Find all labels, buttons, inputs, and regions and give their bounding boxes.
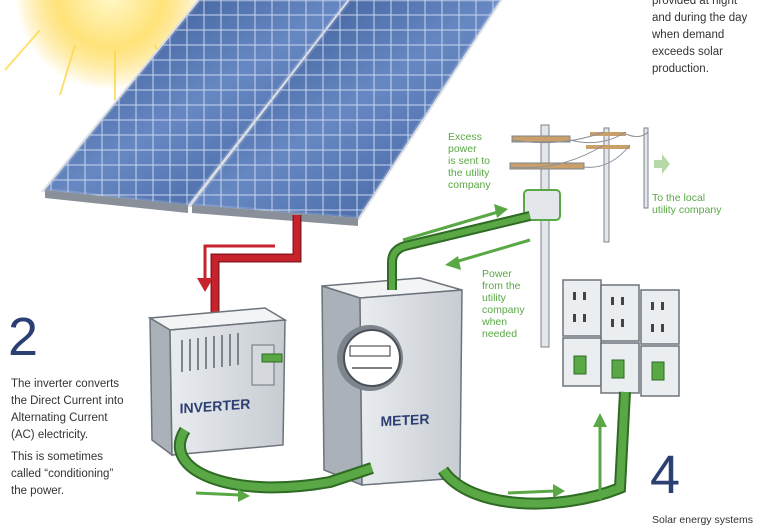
flow-arrows bbox=[195, 154, 670, 502]
text-line: This is sometimes bbox=[11, 451, 104, 463]
step4-text: Solar energy systems bbox=[652, 514, 753, 526]
text-line: is sent to bbox=[448, 155, 491, 167]
text-line: To the local bbox=[652, 192, 706, 204]
text-line: and during the day bbox=[652, 12, 748, 24]
text-line: power bbox=[448, 143, 477, 155]
outlet-array bbox=[562, 279, 680, 397]
text-line: Excess bbox=[448, 131, 482, 143]
text-line: company bbox=[448, 179, 491, 191]
inverter-description: The inverter converts the Direct Current… bbox=[11, 376, 141, 500]
excess-power-callout: Excess power is sent to the utility comp… bbox=[448, 131, 518, 191]
step-number-4: 4 bbox=[650, 445, 681, 505]
text-line: utility company bbox=[652, 204, 722, 216]
text-line: the utility bbox=[448, 167, 490, 179]
step-number-2: 2 bbox=[8, 307, 39, 367]
text-line: from the bbox=[482, 280, 521, 292]
text-line: Alternating Current bbox=[11, 412, 108, 424]
text-line: The inverter converts bbox=[11, 378, 120, 390]
text-line: the power. bbox=[11, 485, 65, 497]
text-line: called “conditioning” bbox=[11, 468, 114, 480]
utility-power-callout: Power from the utility company when need… bbox=[482, 268, 542, 340]
text-line: production. bbox=[652, 63, 709, 75]
solar-panel-array bbox=[41, 0, 503, 226]
text-line: when demand bbox=[652, 29, 725, 41]
inverter-box bbox=[147, 307, 288, 457]
ac-wires bbox=[173, 211, 631, 510]
utility-pole bbox=[509, 124, 649, 348]
text-line: utility bbox=[482, 292, 506, 304]
text-line: the Direct Current into bbox=[11, 395, 124, 407]
local-utility-callout: To the local utility company bbox=[652, 192, 762, 216]
top-right-note: provided at night and during the day whe… bbox=[652, 0, 768, 78]
text-line: needed bbox=[482, 328, 518, 340]
text-line: exceeds solar bbox=[652, 46, 723, 58]
text-line: provided at night bbox=[652, 0, 738, 7]
text-line: Power bbox=[482, 268, 512, 280]
text-line: company bbox=[482, 304, 525, 316]
text-line: (AC) electricity. bbox=[11, 429, 89, 441]
text-line: when bbox=[482, 316, 508, 328]
dc-wire bbox=[197, 215, 302, 318]
meter-box bbox=[321, 277, 463, 487]
